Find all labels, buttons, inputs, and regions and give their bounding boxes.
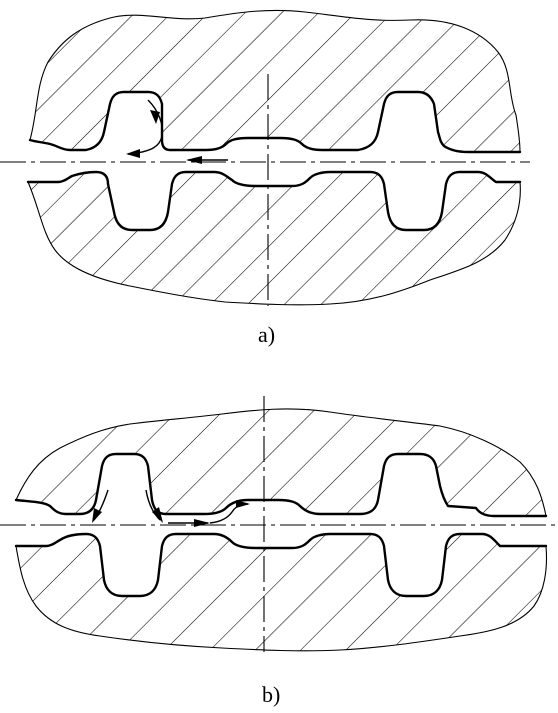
- upper-housing-a: [30, 10, 520, 152]
- flow-arrowhead-main-b: [194, 519, 210, 527]
- flow-arrowhead-rising-b: [236, 500, 250, 508]
- upper-break-line-a: [29, 9, 521, 153]
- flow-arrowhead-left-branch-b: [92, 508, 102, 523]
- lower-break-line-a: [27, 181, 521, 306]
- lower-break-line-b: [15, 545, 548, 652]
- flow-arrowhead-right-branch-b: [152, 507, 163, 523]
- flow-arrow-vortex-a: [127, 99, 164, 155]
- lower-housing-a-outline: [26, 170, 522, 232]
- upper-housing-a-outline: [28, 90, 522, 154]
- flow-arrows-b: [92, 489, 250, 527]
- upper-break-line-b: [15, 408, 547, 517]
- flow-arrowhead-vortex-down-a: [150, 110, 160, 124]
- lower-housing-b-outline: [14, 532, 548, 598]
- upper-housing-b: [16, 408, 546, 516]
- diagram-a: [0, 9, 530, 306]
- lower-housing-b: [16, 534, 547, 651]
- flow-arrows-a: [126, 99, 228, 164]
- lower-housing-a: [28, 172, 521, 305]
- caption-b: b): [262, 682, 281, 707]
- diagram-b: [0, 396, 558, 652]
- flow-arrowhead-vortex-a: [126, 149, 140, 158]
- flow-arrowhead-main-a: [186, 156, 202, 164]
- caption-a: a): [258, 322, 276, 347]
